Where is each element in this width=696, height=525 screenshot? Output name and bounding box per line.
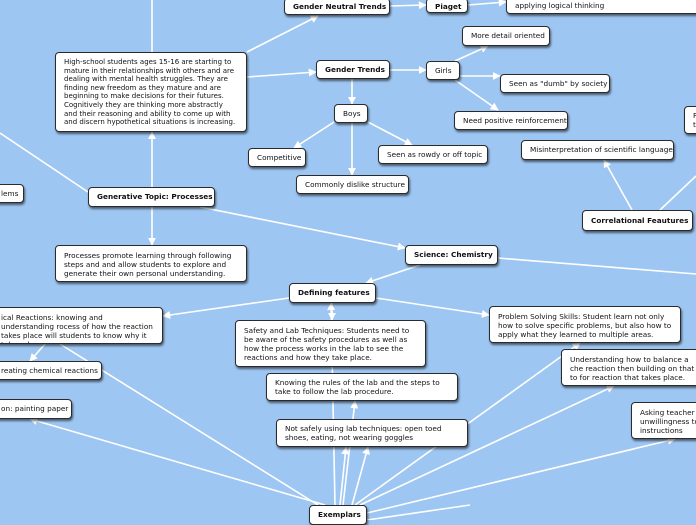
node-high-school-students[interactable]: High-school students ages 15-16 are star… (55, 52, 247, 132)
node-chemical-reactions-partial[interactable]: ical Reactions: knowing and understandin… (0, 307, 163, 344)
node-seen-as-dumb[interactable]: Seen as "dumb" by society (500, 74, 610, 93)
line-chr-cre (29, 343, 46, 362)
node-piaget[interactable]: Piaget (426, 0, 468, 13)
node-seen-as-rowdy[interactable]: Seen as rowdy or off topic (378, 145, 488, 164)
line-hs-gnt (246, 15, 319, 53)
node-applying-logical-thinking[interactable]: applying logical thinking (506, 0, 696, 14)
node-misinterpretation-scientific-language[interactable]: Misinterpretation of scientific language (521, 140, 674, 160)
line-corr-up (659, 175, 696, 211)
node-problem-solving-skills[interactable]: Problem Solving Skills: Student learn no… (489, 306, 681, 343)
node-safety-lab-techniques[interactable]: Safety and Lab Techniques: Students need… (235, 320, 426, 367)
line-boys-rowdy (367, 121, 413, 146)
node-more-detail-oriented[interactable]: More detail oriented (462, 26, 550, 46)
line-girls-npr (454, 79, 499, 111)
node-need-positive-reinforcement[interactable]: Need positive reinforcement (454, 111, 568, 130)
node-gender-trends[interactable]: Gender Trends (316, 60, 390, 79)
node-exemplars[interactable]: Exemplars (309, 505, 367, 525)
node-competitive[interactable]: Competitive (248, 148, 306, 167)
line-def-chr (162, 297, 290, 319)
line-chem-right (497, 257, 696, 275)
node-right-edge-partial[interactable]: F t (684, 106, 696, 134)
node-knowing-lab-rules[interactable]: Knowing the rules of the lab and the ste… (266, 373, 458, 401)
node-commonly-dislike-structure[interactable]: Commonly dislike structure (296, 175, 409, 194)
line-ex-ask (366, 436, 676, 514)
line-gen-chem (199, 206, 406, 251)
node-girls[interactable]: Girls (426, 61, 460, 80)
node-painting-paper-partial[interactable]: on: painting paper (0, 399, 72, 419)
node-generative-topic-processes[interactable]: Generative Topic: Processes (88, 187, 215, 207)
line-girls-mdo (454, 45, 489, 62)
node-gender-neutral-trends[interactable]: Gender Neutral Trends (284, 0, 390, 15)
node-defining-features[interactable]: Defining features (289, 283, 376, 303)
node-not-safely-using-lab-techniques[interactable]: Not safely using lab techniques: open to… (276, 419, 468, 447)
line-ex-unsafe1 (351, 446, 370, 506)
line-hs-gt (246, 68, 317, 78)
node-asking-teacher[interactable]: Asking teacher f unwillingness to instru… (631, 402, 696, 439)
line-boys-comp (293, 121, 335, 149)
node-understanding-balance-reaction[interactable]: Understanding how to balance a che react… (561, 349, 696, 386)
line-chem-def (365, 264, 421, 285)
node-science-chemistry[interactable]: Science: Chemistry (405, 245, 498, 265)
line-def-prob (375, 297, 490, 318)
line-ex-unsafe2 (339, 446, 350, 506)
node-boys[interactable]: Boys (334, 104, 368, 123)
node-creating-chemical-reactions-partial[interactable]: reating chemical reactions (0, 361, 102, 380)
line-piaget-alt (467, 0, 507, 7)
line-ex-bottom (366, 504, 471, 520)
node-correlational-features[interactable]: Correlational Feautures (582, 210, 693, 231)
line-gnt-piaget (389, 1, 427, 10)
node-problems-partial[interactable]: lems (0, 184, 24, 203)
line-ex-rules (342, 400, 359, 506)
node-processes-promote-learning[interactable]: Processes promote learning through follo… (55, 245, 247, 282)
line-corr-mis (603, 159, 633, 211)
